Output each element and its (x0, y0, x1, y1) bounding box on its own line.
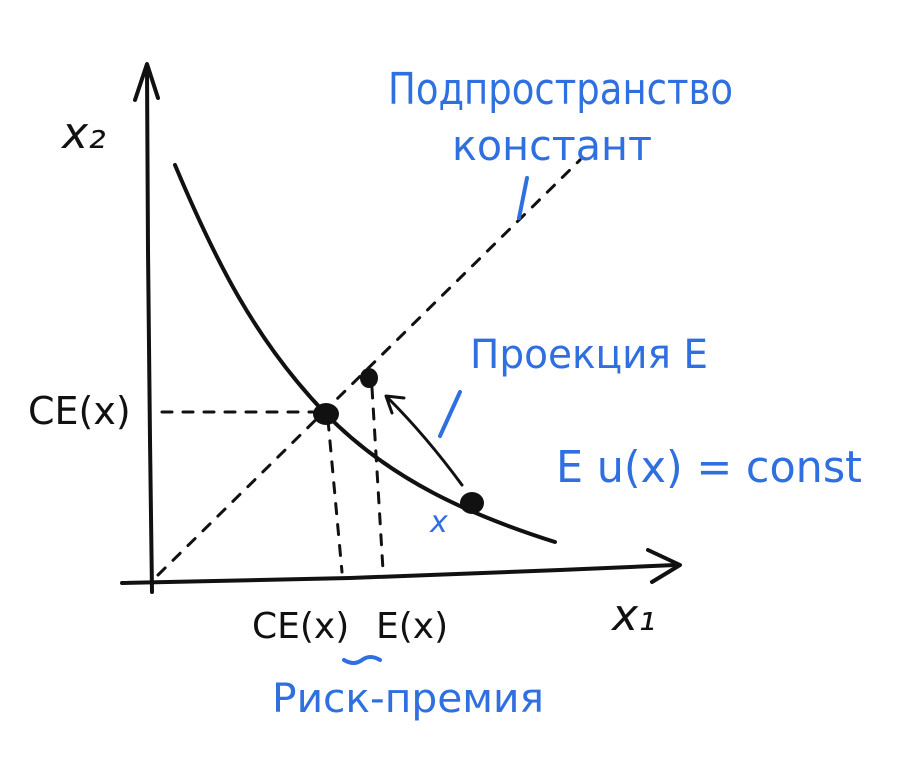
x-axis (120, 563, 677, 585)
ex-x-label: E(x) (376, 606, 448, 647)
ex-vertical-guide (370, 386, 385, 572)
x-point (460, 492, 484, 514)
ce-x-label: CE(x) (252, 606, 349, 647)
ce-vertical-guide (326, 418, 344, 574)
x-axis-arrowhead (646, 548, 682, 584)
y-axis-label: x₂ (60, 108, 106, 159)
ce-point (313, 403, 339, 425)
ex-projection-point (360, 368, 378, 388)
y-axis (145, 68, 154, 594)
risk-premium-brace (342, 655, 382, 665)
subspace-annotation-line2: констант (452, 121, 652, 170)
axes (120, 62, 682, 594)
projection-arrow (386, 396, 464, 487)
projection-pointer (438, 390, 462, 438)
x-axis-label: x₁ (610, 590, 656, 641)
subspace-pointer (517, 176, 529, 220)
ce-y-label: CE(x) (28, 389, 131, 433)
constraint-annotation: E u(x) = const (556, 442, 862, 493)
risk-premium-annotation: Риск-премия (272, 676, 544, 722)
constants-diagonal-line (156, 158, 582, 577)
y-axis-arrowhead (133, 62, 160, 102)
projection-arrowhead (384, 394, 406, 415)
subspace-annotation-line1: Подпространство (388, 64, 733, 115)
point-x-label: x (429, 505, 448, 540)
projection-annotation: Проекция E (470, 332, 708, 378)
